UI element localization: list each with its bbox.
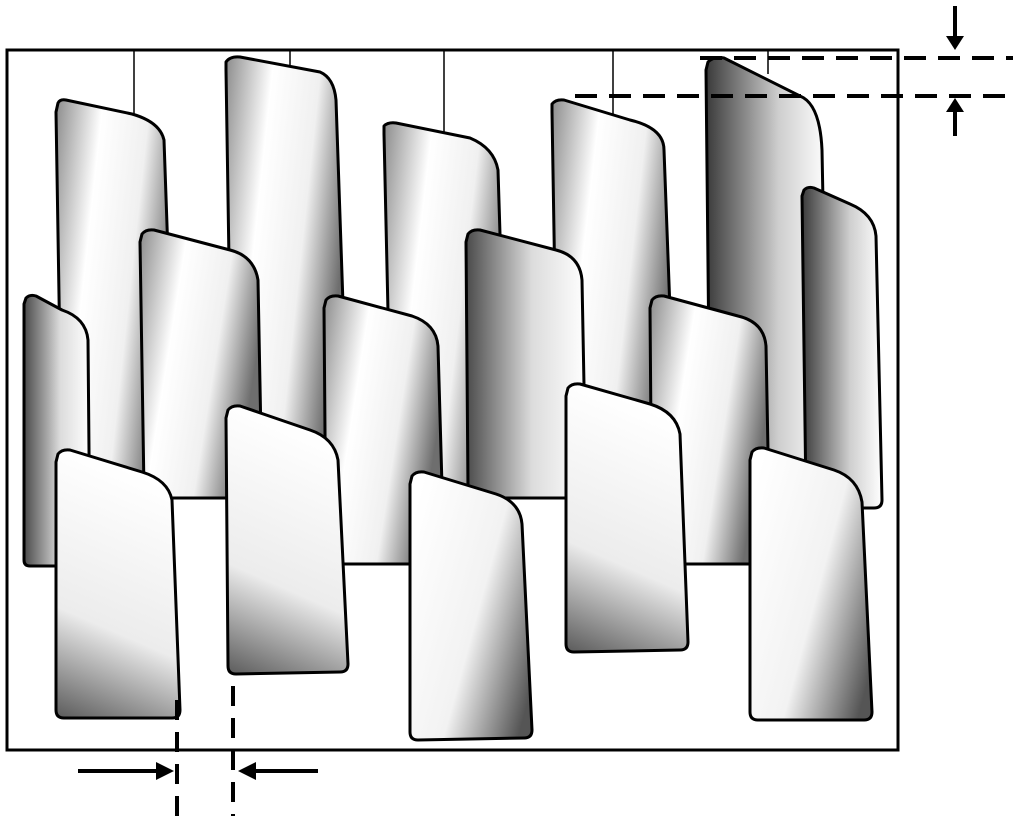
- arrow-right-icon: [156, 762, 174, 780]
- tread-block: [748, 446, 874, 722]
- vertical-gap-dimension: [575, 6, 1013, 136]
- tread-block: [408, 470, 534, 742]
- tread-blocks: [22, 55, 884, 742]
- tread-block: [564, 382, 690, 654]
- arrow-down-icon: [946, 36, 964, 50]
- horizontal-gap-dimension: [78, 686, 318, 816]
- tread-block: [224, 404, 350, 676]
- arrow-left-icon: [238, 762, 256, 780]
- tread-block: [54, 448, 182, 720]
- arrow-up-icon: [946, 98, 964, 112]
- tread-block: [800, 185, 884, 510]
